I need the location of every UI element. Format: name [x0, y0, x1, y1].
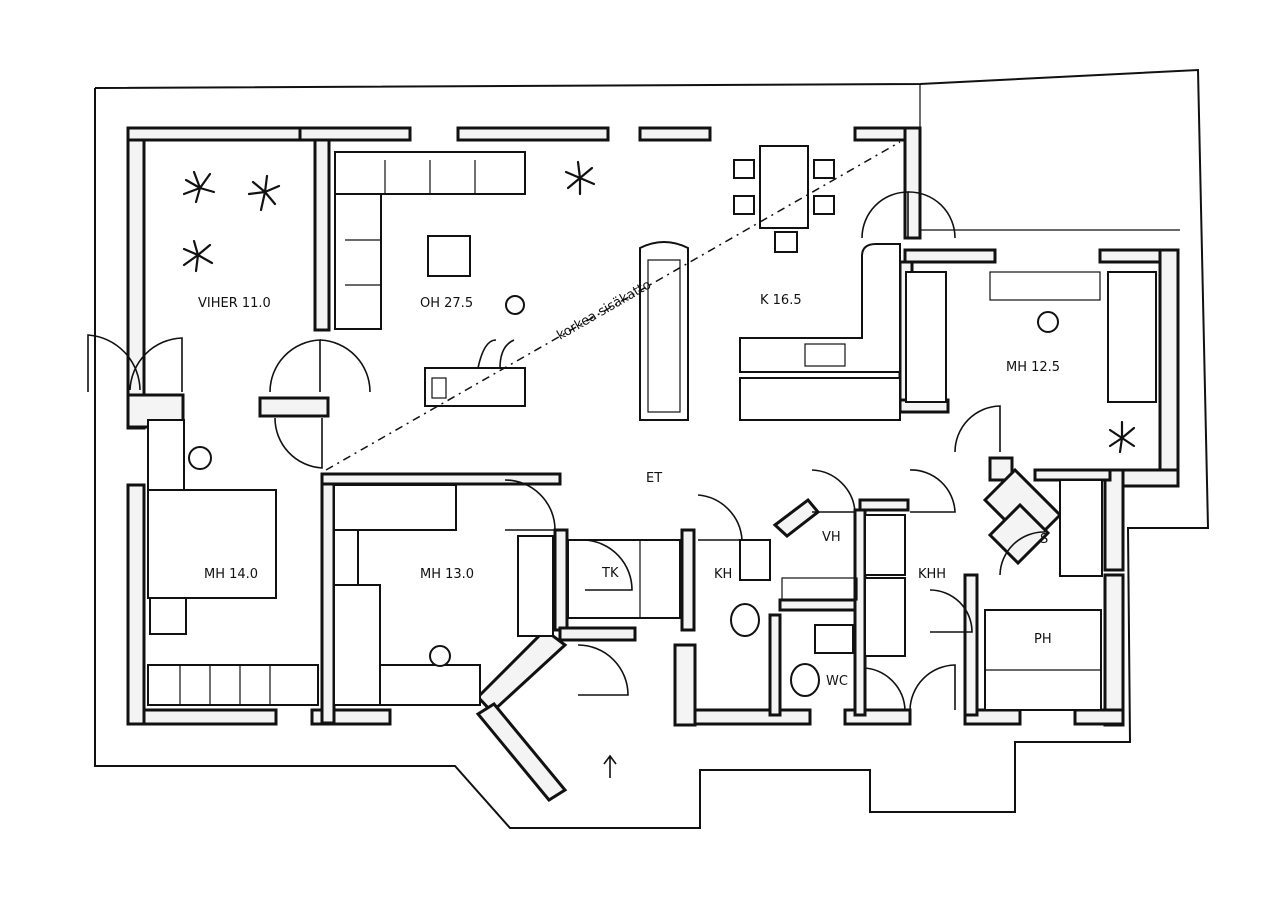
- interior-walls: [258, 138, 1112, 725]
- furniture: [147, 145, 1157, 711]
- room-label-viher: VIHER 11.0: [198, 296, 271, 311]
- room-label-mh-east: MH 12.5: [1006, 360, 1060, 375]
- room-label-khh: KHH: [918, 567, 946, 582]
- entry-arrow: [603, 754, 617, 778]
- angled-walls: [475, 467, 1063, 802]
- room-label-s: S: [1040, 532, 1048, 547]
- room-label-vh: VH: [822, 530, 841, 545]
- room-label-et: ET: [646, 471, 662, 486]
- room-label-mh-mid: MH 13.0: [420, 567, 474, 582]
- plant-icons: [182, 160, 1136, 454]
- room-label-tk: TK: [601, 566, 619, 581]
- room-label-ph: PH: [1034, 632, 1052, 647]
- room-label-oh: OH 27.5: [420, 296, 473, 311]
- ceiling-note: korkea sisäkatto: [555, 277, 654, 343]
- room-label-kh: KH: [714, 567, 732, 582]
- exterior-walls: [126, 126, 1180, 727]
- room-label-wc: WC: [826, 674, 848, 689]
- doors: [87, 191, 1046, 711]
- room-label-mh-west: MH 14.0: [204, 567, 258, 582]
- room-label-k: K 16.5: [760, 293, 802, 308]
